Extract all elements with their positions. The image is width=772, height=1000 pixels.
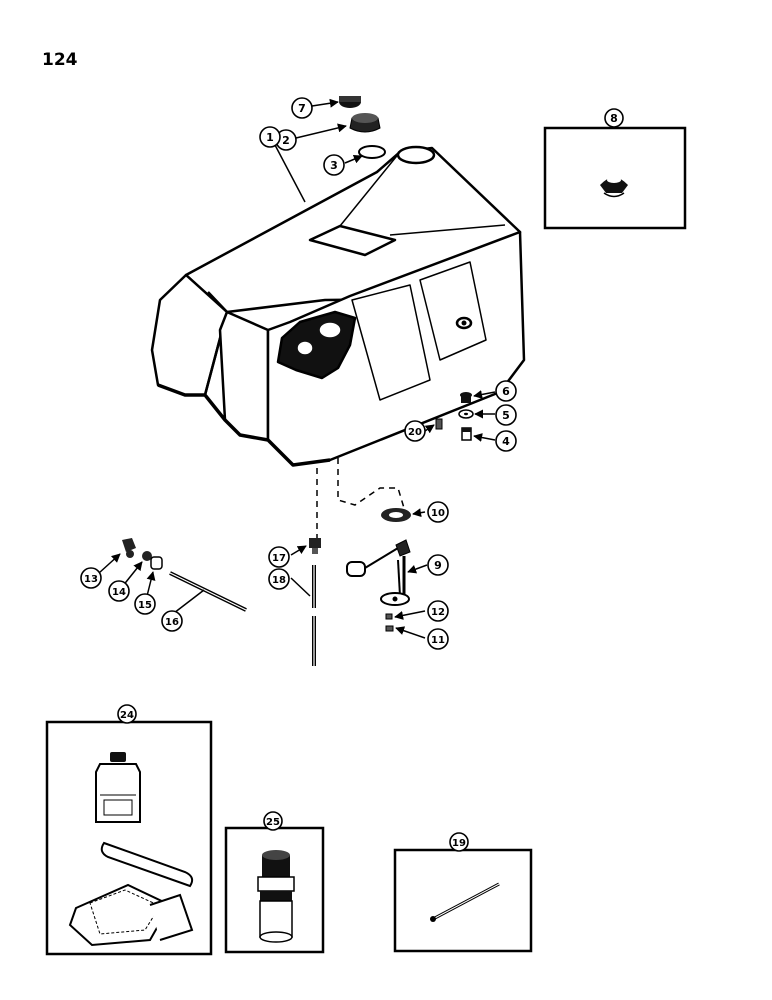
nut-14 xyxy=(142,551,152,561)
inset-box-19 xyxy=(393,848,533,953)
svg-text:9: 9 xyxy=(434,559,442,572)
elbow-17 xyxy=(309,538,321,554)
inset-box-8 xyxy=(543,126,687,230)
filler-neck-2 xyxy=(349,113,381,133)
callout-6: 6 xyxy=(495,380,517,402)
svg-text:14: 14 xyxy=(112,587,126,598)
elbow-13 xyxy=(122,538,136,558)
svg-text:7: 7 xyxy=(298,102,306,115)
fitting-20 xyxy=(435,418,443,430)
svg-text:16: 16 xyxy=(165,617,179,628)
gasket-10 xyxy=(381,508,411,522)
callout-4: 4 xyxy=(495,430,517,452)
callout-13: 13 xyxy=(80,567,102,589)
callout-12: 12 xyxy=(427,600,449,622)
callout-10: 10 xyxy=(427,501,449,523)
inset-box-24 xyxy=(45,720,213,956)
callout-5: 5 xyxy=(495,404,517,426)
callout-15: 15 xyxy=(134,593,156,615)
svg-text:3: 3 xyxy=(330,159,338,172)
svg-text:18: 18 xyxy=(272,575,286,586)
callout-18: 18 xyxy=(268,568,290,590)
callout-25: 25 xyxy=(263,811,283,831)
callout-16: 16 xyxy=(161,610,183,632)
svg-text:24: 24 xyxy=(120,710,134,721)
cap-7 xyxy=(339,96,361,108)
plug-6 xyxy=(460,392,472,403)
svg-text:12: 12 xyxy=(431,607,445,618)
svg-text:5: 5 xyxy=(502,409,510,422)
callout-1: 1 xyxy=(259,126,281,148)
svg-text:10: 10 xyxy=(431,508,445,519)
svg-text:19: 19 xyxy=(452,838,466,849)
svg-text:13: 13 xyxy=(84,574,98,585)
svg-text:20: 20 xyxy=(408,427,422,438)
svg-text:1: 1 xyxy=(266,131,274,144)
callout-20: 20 xyxy=(404,420,426,442)
svg-text:6: 6 xyxy=(502,385,510,398)
svg-text:8: 8 xyxy=(610,112,618,125)
callout-3: 3 xyxy=(323,154,345,176)
callout-11: 11 xyxy=(427,628,449,650)
callout-19: 19 xyxy=(449,832,469,852)
svg-text:25: 25 xyxy=(266,817,280,828)
oring-3 xyxy=(358,145,386,159)
svg-text:4: 4 xyxy=(502,435,510,448)
screw-12 xyxy=(385,613,393,620)
callout-17: 17 xyxy=(268,546,290,568)
callout-7: 7 xyxy=(291,97,313,119)
fitting-4 xyxy=(461,427,472,441)
inset-box-25 xyxy=(224,826,325,954)
nut-11 xyxy=(385,625,394,632)
callout-8: 8 xyxy=(604,108,624,128)
svg-text:2: 2 xyxy=(282,134,290,147)
page-number: 124 xyxy=(42,50,78,70)
svg-text:17: 17 xyxy=(272,553,286,564)
callout-14: 14 xyxy=(108,580,130,602)
svg-text:15: 15 xyxy=(138,600,152,611)
callout-9: 9 xyxy=(427,554,449,576)
fuel-tank-illustration xyxy=(150,145,526,467)
washer-5 xyxy=(458,409,474,419)
fuel-sender-9 xyxy=(346,539,411,606)
svg-text:11: 11 xyxy=(431,635,445,646)
fuel-line-16 xyxy=(169,571,247,612)
sleeve-15 xyxy=(150,556,163,570)
callout-24: 24 xyxy=(117,704,137,724)
